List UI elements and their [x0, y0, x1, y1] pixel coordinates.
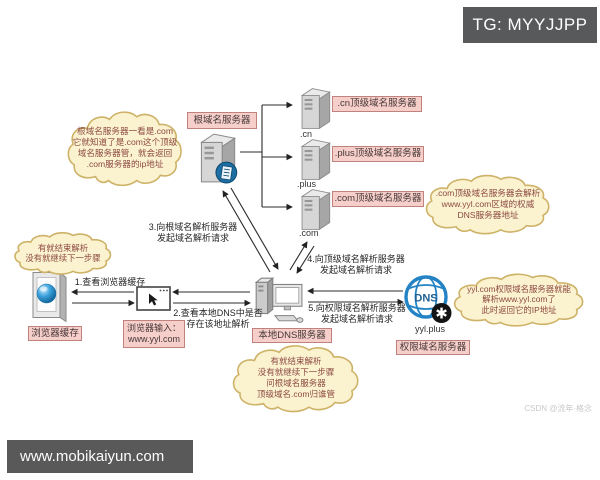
- browser-input-line1: 浏览器输入：: [126, 323, 181, 334]
- asterisk-badge-glyph: ✱: [435, 306, 448, 323]
- tld-plus-label-text: .plus顶级域名服务器: [334, 148, 422, 160]
- local-dns-label-text: 本地DNS服务器: [258, 329, 326, 341]
- tld-cn-label-text: .cn顶级域名服务器: [337, 98, 417, 110]
- cloud-shape: [13, 231, 113, 275]
- note-line: 它就知道了是.com这个顶级: [72, 137, 178, 147]
- browser-cache-label: 浏览器缓存: [28, 326, 82, 341]
- step2-label: 2.查看本地DNS中是否 存在该地址解析: [168, 308, 268, 330]
- note-line: 顶级域名.com归谁管: [257, 388, 335, 399]
- note-browser-cache: 有就结束解析 没有就继续下一步骤: [13, 231, 113, 275]
- tld-server-cn-icon: [297, 86, 333, 131]
- tld-cn-label: .cn顶级域名服务器: [332, 96, 422, 112]
- step2-line2: 存在该地址解析: [186, 319, 250, 329]
- browser-input-label: 浏览器输入： www.yyl.com: [123, 320, 185, 348]
- caption-yyl-plus: yyl.plus: [414, 324, 445, 334]
- caption-com: .com: [299, 228, 319, 238]
- step2-line1: 2.查看本地DNS中是否: [173, 308, 263, 318]
- note-root-resolution: 根域名服务器一看是.com 它就知道了是.com这个顶级 域名服务器管，就会返回…: [66, 109, 184, 187]
- step1-text: 1.查看浏览器缓存: [74, 277, 146, 287]
- note-line: 没有就继续下一步骤: [25, 253, 101, 263]
- tld-plus-label: .plus顶级域名服务器: [332, 146, 424, 162]
- note-line: www.yyl.com区域的权威: [441, 198, 535, 209]
- step3-line2: 发起域名解析请求: [156, 233, 229, 243]
- auth-server-label: 权限域名服务器: [396, 340, 470, 355]
- note-line: .com顶级域名服务器会解析: [435, 187, 541, 198]
- root-server-label: 根域名服务器: [187, 112, 257, 129]
- note-line: 没有就继续下一步骤: [257, 367, 335, 378]
- cloud-shape: [424, 173, 552, 235]
- note-line: 有就结束解析: [270, 356, 322, 367]
- note-line: 根域名服务器一看是.com: [77, 126, 173, 136]
- step5-line1: 5.向权限域名解析服务器: [308, 303, 406, 313]
- cloud-shape: [231, 343, 361, 413]
- csdn-watermark: CSDN @流年·格念: [524, 404, 592, 413]
- caption-cn: .cn: [300, 129, 313, 139]
- tld-com-label: .com顶级域名服务器: [332, 191, 424, 207]
- local-dns-label: 本地DNS服务器: [252, 328, 332, 343]
- local-dns-computer-icon: [254, 277, 304, 323]
- note-auth-resolution: yyl.com权限域名服务器就能 解析www.yyl.com了 此时返回它的IP…: [452, 272, 586, 327]
- tld-server-plus-icon: [297, 137, 333, 182]
- step5-label: 5.向权限域名解析服务器 发起域名解析请求: [303, 303, 411, 325]
- step4-line1: 4.向顶级域名解析服务器: [307, 254, 405, 264]
- step5-line2: 发起域名解析请求: [320, 314, 393, 324]
- step3-label: 3.向根域名解析服务器 发起域名解析请求: [141, 222, 245, 244]
- caption-plus: .plus: [297, 179, 317, 189]
- note-line: .com服务器的ip地址: [86, 159, 164, 169]
- site-badge: www.mobikaiyun.com: [7, 440, 193, 473]
- cloud-shape: [452, 272, 586, 327]
- step4-line2: 发起域名解析请求: [319, 265, 392, 275]
- root-dns-server-icon: [195, 131, 238, 184]
- browser-cache-label-text: 浏览器缓存: [31, 327, 79, 339]
- browser-window-icon: [136, 286, 171, 311]
- step1-label: 1.查看浏览器缓存: [70, 277, 150, 288]
- step3-line1: 3.向根域名解析服务器: [148, 222, 238, 232]
- note-line: DNS服务器地址: [457, 209, 519, 220]
- note-local-dns: 有就结束解析 没有就继续下一步骤 问根域名服务器 顶级域名.com归谁管: [231, 343, 361, 413]
- note-line: 解析www.yyl.com了: [482, 294, 556, 305]
- note-line: 有就结束解析: [37, 242, 89, 253]
- authoritative-dns-globe-icon: DNS ✱: [404, 275, 452, 323]
- step4-label: 4.向顶级域名解析服务器 发起域名解析请求: [303, 254, 409, 276]
- tld-server-com-icon: [297, 187, 333, 232]
- note-line: 域名服务器管，就会返回: [77, 148, 173, 158]
- browser-cache-icon: [32, 271, 67, 323]
- auth-server-label-text: 权限域名服务器: [399, 341, 467, 353]
- dns-globe-text: DNS: [414, 293, 437, 305]
- tg-badge: TG: MYYJJPP: [463, 7, 597, 43]
- note-tld-resolution: .com顶级域名服务器会解析 www.yyl.com区域的权威 DNS服务器地址: [424, 173, 552, 235]
- note-line: 问根域名服务器: [266, 378, 326, 388]
- tld-com-label-text: .com顶级域名服务器: [334, 193, 422, 205]
- cloud-shape: [66, 109, 184, 187]
- note-line: yyl.com权限域名服务器就能: [467, 283, 571, 294]
- browser-input-line2: www.yyl.com: [127, 334, 180, 344]
- note-line: 此时返回它的IP地址: [481, 304, 557, 315]
- root-server-label-text: 根域名服务器: [193, 114, 251, 126]
